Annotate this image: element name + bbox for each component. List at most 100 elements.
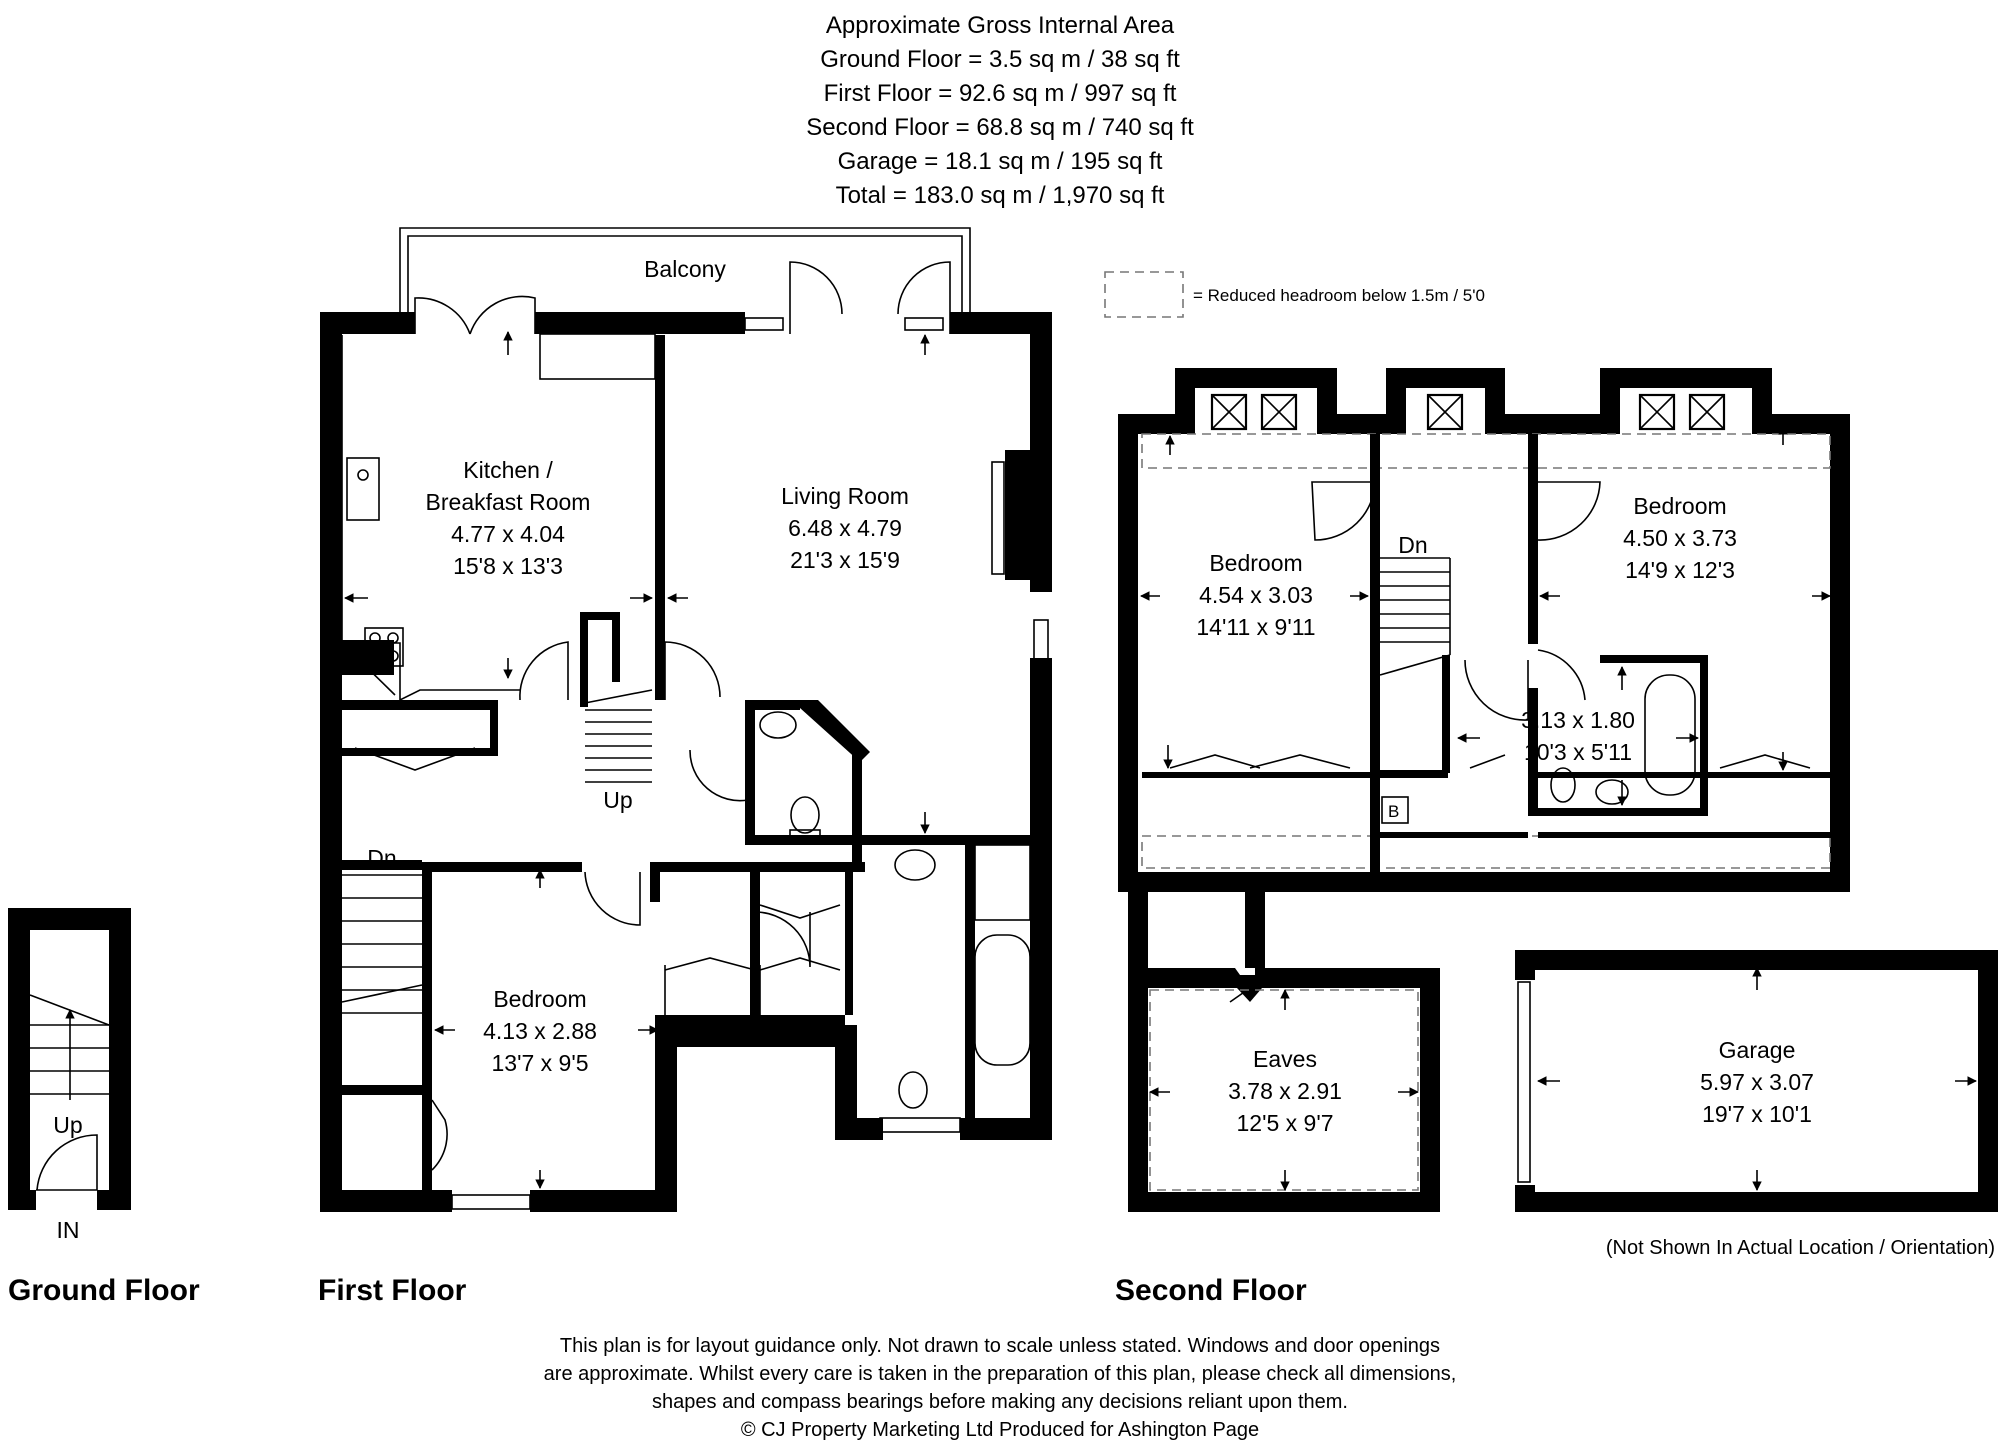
shower-tray	[974, 844, 1031, 921]
wall	[800, 700, 870, 762]
area-garage: Garage = 18.1 sq m / 195 sq ft	[838, 148, 1163, 175]
wall	[535, 312, 745, 334]
first-floor-stairs-down	[341, 874, 423, 1014]
wall	[8, 1190, 36, 1210]
ground-in-label: IN	[57, 1217, 80, 1243]
door	[519, 641, 569, 701]
wall	[1030, 658, 1052, 1138]
disclaimer-line1: This plan is for layout guidance only. N…	[560, 1335, 1440, 1357]
wall	[1030, 312, 1052, 592]
garage-plan: Garage 5.97 x 3.07 19'7 x 10'1 (Not Show…	[1515, 950, 1998, 1259]
door	[1537, 481, 1601, 541]
cupboard-doors	[759, 904, 841, 919]
eaves-imperial: 12'5 x 9'7	[1236, 1110, 1333, 1136]
bedroom3-imperial: 14'9 x 12'3	[1625, 557, 1735, 583]
first-floor-title: First Floor	[318, 1274, 467, 1307]
door	[754, 911, 811, 968]
door	[431, 1099, 448, 1171]
wall	[530, 1190, 675, 1212]
dimension-arrows	[344, 331, 930, 1189]
garage-door	[1517, 981, 1531, 1183]
window	[744, 317, 784, 331]
wall	[1528, 808, 1708, 816]
second-floor-plan: Dn B	[1115, 368, 1850, 1307]
kitchen-name1: Kitchen /	[463, 457, 553, 483]
wardrobe-doors	[1169, 754, 1351, 769]
eaves-metric: 3.78 x 2.91	[1228, 1078, 1342, 1104]
wall	[1700, 655, 1708, 815]
wall	[655, 335, 665, 700]
wall	[950, 312, 1052, 334]
window	[1833, 569, 1849, 631]
wall	[422, 862, 582, 872]
first-dn-label: Dn	[367, 845, 396, 871]
second-floor-stairs-down	[1379, 557, 1451, 676]
bedroom2-imperial: 14'11 x 9'11	[1196, 614, 1315, 640]
first-floor-stairs-up	[584, 689, 653, 783]
cupboard-doors	[354, 747, 476, 771]
door	[1537, 649, 1586, 701]
radiator	[991, 461, 1005, 575]
door	[1311, 481, 1376, 541]
bedroom1-imperial: 13'7 x 9'5	[491, 1050, 588, 1076]
wall	[862, 835, 1032, 845]
ensuite-imperial: 10'3 x 5'11	[1524, 739, 1632, 765]
window	[451, 1194, 531, 1210]
bath-icon	[974, 934, 1031, 1066]
entrance-door	[36, 1134, 98, 1191]
wall	[845, 865, 853, 1015]
eaves-walls	[1128, 892, 1440, 1212]
legend-swatch	[1104, 271, 1184, 318]
wall	[342, 700, 492, 710]
wall	[1370, 434, 1380, 772]
wall	[580, 612, 620, 620]
ground-floor-title: Ground Floor	[8, 1274, 200, 1307]
disclaimer: This plan is for layout guidance only. N…	[544, 1335, 1457, 1441]
wall	[960, 1118, 1052, 1140]
living-name: Living Room	[781, 483, 909, 509]
bedroom2-metric: 4.54 x 3.03	[1199, 582, 1313, 608]
wall	[655, 1025, 677, 1212]
disclaimer-line2: are approximate. Whilst every care is ta…	[544, 1363, 1457, 1385]
basin-icon	[1595, 779, 1629, 805]
kitchen-name2: Breakfast Room	[426, 489, 591, 515]
garage-metric: 5.97 x 3.07	[1700, 1069, 1814, 1095]
area-first: First Floor = 92.6 sq m / 997 sq ft	[824, 80, 1177, 107]
wall	[320, 312, 342, 1212]
second-floor-walls	[1118, 368, 1850, 892]
wall	[8, 908, 131, 930]
wall	[1370, 772, 1380, 872]
kitchen-french-doors	[414, 295, 536, 335]
first-up-label: Up	[603, 787, 632, 813]
wall	[745, 700, 755, 840]
kitchen-corner	[342, 640, 394, 675]
area-ground: Ground Floor = 3.5 sq m / 38 sq ft	[820, 46, 1180, 73]
wall	[745, 700, 800, 710]
reduced-headroom-zone	[1141, 433, 1831, 469]
headroom-legend: = Reduced headroom below 1.5m / 5'0	[1104, 271, 1485, 318]
wall	[320, 1190, 452, 1212]
second-dn-label: Dn	[1398, 532, 1427, 558]
window	[879, 1117, 961, 1133]
wall	[852, 752, 862, 870]
wall	[1442, 655, 1450, 773]
sink-icon	[346, 457, 380, 521]
hob-icon	[364, 627, 404, 667]
dimension-arrows	[1537, 967, 1977, 1191]
wall	[342, 860, 422, 870]
basin-icon	[894, 849, 936, 881]
wall	[1380, 832, 1528, 838]
wall	[750, 865, 760, 1020]
ensuite-metric: 3.13 x 1.80	[1521, 707, 1635, 733]
wall	[320, 312, 415, 334]
kitchen-imperial: 15'8 x 13'3	[453, 553, 563, 579]
wall	[1370, 770, 1448, 778]
door	[664, 641, 721, 700]
balcony-label: Balcony	[644, 256, 726, 282]
bedroom1-name: Bedroom	[493, 986, 586, 1012]
eaves-name: Eaves	[1253, 1046, 1317, 1072]
copyright: © CJ Property Marketing Ltd Produced for…	[741, 1419, 1259, 1441]
wall	[422, 862, 432, 1202]
area-title: Approximate Gross Internal Area	[826, 12, 1175, 39]
